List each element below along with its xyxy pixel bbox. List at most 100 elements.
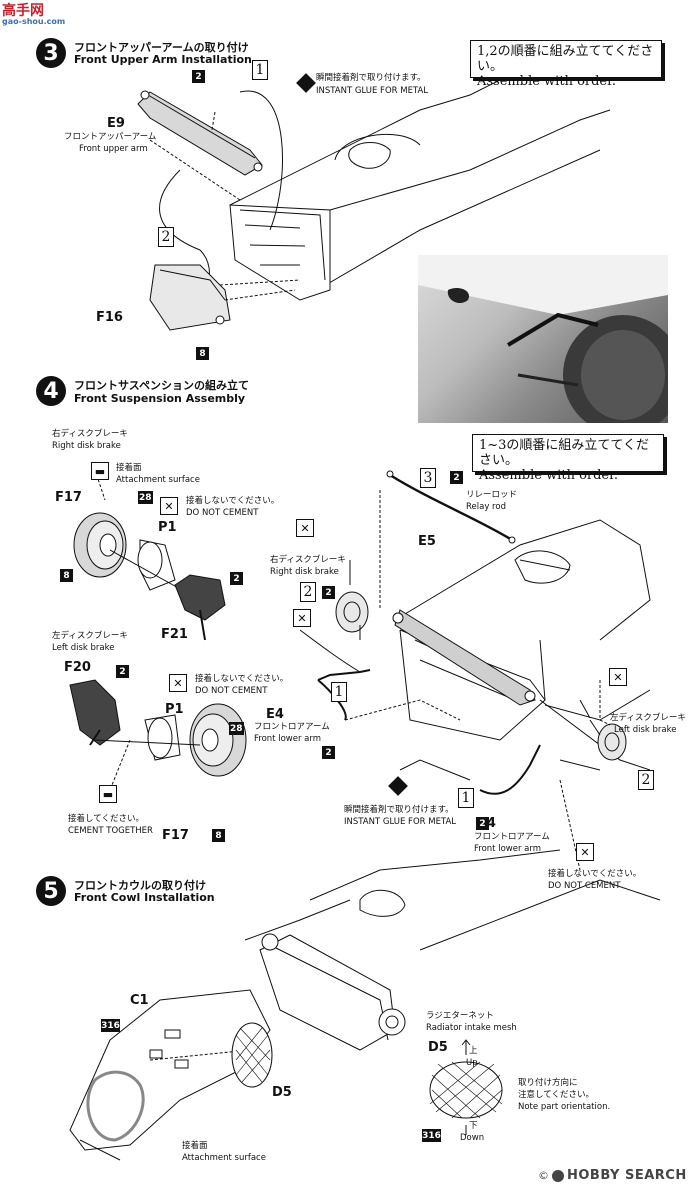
step-4-dnc3-jp: 接着しないでください。 bbox=[548, 869, 642, 879]
step-5-orient-jp1: 取り付け方向に bbox=[518, 1078, 578, 1088]
step-4-dnc1-en: DO NOT CEMENT bbox=[186, 508, 259, 518]
step-3-title-en: Front Upper Arm Installation bbox=[74, 53, 252, 66]
part-p1-left: P1 bbox=[165, 702, 184, 717]
step-5-title-jp: フロントカウルの取り付け bbox=[74, 879, 206, 892]
step-4-fla1-jp: フロントロアアーム bbox=[254, 722, 330, 732]
step-4-glue-en: INSTANT GLUE FOR METAL bbox=[344, 817, 457, 827]
step-4-dnc2-en: DO NOT CEMENT bbox=[195, 686, 268, 696]
part-e4-left: E4 bbox=[266, 707, 284, 722]
do-not-cement-icon: ✕ bbox=[160, 497, 178, 515]
step-4-title-en: Front Suspension Assembly bbox=[74, 392, 246, 405]
step-5-attach-en: Attachment surface bbox=[182, 1153, 266, 1163]
part-f16: F16 bbox=[96, 310, 123, 325]
do-not-cement-icon-4: ✕ bbox=[293, 609, 311, 627]
step-4-fla2-en: Front lower arm bbox=[474, 844, 541, 854]
hobby-search-label: HOBBY SEARCH bbox=[567, 1168, 687, 1183]
step-4-dnc1-jp: 接着しないでください。 bbox=[186, 496, 280, 506]
step-3-order-2: 2 bbox=[158, 227, 174, 247]
cement-together-icon: ▬ bbox=[99, 785, 117, 803]
step-4-badge-28b: 28 bbox=[229, 722, 244, 735]
step-4-order-1a: 1 bbox=[331, 682, 347, 702]
step-4-badge-2d: 2 bbox=[322, 586, 335, 599]
watermark-brand-bottom: gao-shou.com bbox=[2, 17, 66, 26]
part-f17-left: F17 bbox=[162, 828, 189, 843]
step-5-mesh-jp: ラジエターネット bbox=[426, 1011, 494, 1021]
step-4-number: 4 bbox=[36, 376, 66, 406]
step-4-order-note: 1~3の順番に組み立ててください。 Assemble with order. bbox=[472, 434, 664, 483]
step-5-down-en: Down bbox=[460, 1133, 485, 1143]
part-p1-right: P1 bbox=[158, 520, 177, 535]
copyright-symbol: © bbox=[538, 1169, 549, 1182]
step-4-ldb2-jp: 左ディスクブレーキ bbox=[610, 713, 686, 723]
step-4-fla2-jp: フロントロアアーム bbox=[474, 832, 550, 842]
reference-photo bbox=[418, 255, 668, 423]
step-4-ldb-en: Left disk brake bbox=[52, 643, 115, 653]
step-4-rdb-jp: 右ディスクブレーキ bbox=[52, 429, 128, 439]
step-4-relay-en: Relay rod bbox=[466, 502, 506, 512]
step-3-arm-en: Front upper arm bbox=[79, 144, 148, 154]
step-4-relay-jp: リレーロッド bbox=[466, 490, 518, 500]
step-4-badge-2b: 2 bbox=[116, 665, 129, 678]
attachment-surface-icon: ▬ bbox=[91, 462, 109, 480]
do-not-cement-icon-2: ✕ bbox=[169, 674, 187, 692]
step-5-down-jp: 下 bbox=[469, 1121, 478, 1131]
step-3-order-1: 1 bbox=[252, 60, 268, 80]
step-4-badge-2a: 2 bbox=[230, 572, 243, 585]
step-4-ldb-jp: 左ディスクブレーキ bbox=[52, 631, 128, 641]
part-d5-detail: D5 bbox=[428, 1040, 448, 1055]
step-5-badge-316a: 316 bbox=[101, 1019, 120, 1032]
step-4-order-1b: 1 bbox=[458, 788, 474, 808]
step-5-mesh-en: Radiator intake mesh bbox=[426, 1023, 517, 1033]
step-4-rdb-en: Right disk brake bbox=[52, 441, 121, 451]
step-4-cement-en: CEMENT TOGETHER bbox=[68, 826, 153, 836]
step-5-orient-en: Note part orientation. bbox=[518, 1102, 611, 1112]
footer-brand: © HOBBY SEARCH bbox=[538, 1168, 687, 1183]
step-4-rdb2-jp: 右ディスクブレーキ bbox=[270, 555, 346, 565]
step-4-order-2b: 2 bbox=[638, 770, 654, 790]
part-c1: C1 bbox=[130, 993, 149, 1008]
step-4-glue-jp: 瞬間接着剤で取り付けます。 bbox=[344, 805, 454, 815]
step-3-title-jp: フロントアッパーアームの取り付け bbox=[74, 41, 249, 54]
do-not-cement-icon-3: ✕ bbox=[296, 519, 314, 537]
step-3-note-jp: 1,2の順番に組み立ててください。 bbox=[477, 44, 654, 74]
part-f20: F20 bbox=[64, 660, 91, 675]
step-4-badge-2c: 2 bbox=[450, 471, 463, 484]
step-4-dnc2-jp: 接着しないでください。 bbox=[195, 674, 289, 684]
step-4-badge-8a: 8 bbox=[60, 569, 73, 582]
do-not-cement-icon-5: ✕ bbox=[609, 668, 627, 686]
part-f17-right: F17 bbox=[55, 490, 82, 505]
step-4-attach-en: Attachment surface bbox=[116, 475, 200, 485]
step-4-badge-2e: 2 bbox=[322, 746, 335, 759]
step-3-arm-jp: フロントアッパーアーム bbox=[64, 132, 157, 142]
step-4-rdb2-en: Right disk brake bbox=[270, 567, 339, 577]
do-not-cement-icon-6: ✕ bbox=[576, 843, 594, 861]
step-5-attach-jp: 接着面 bbox=[182, 1141, 208, 1151]
reference-photo-art bbox=[418, 255, 668, 423]
step-4-dnc3-en: DO NOT CEMENT bbox=[548, 881, 621, 891]
step-4-order-2a: 2 bbox=[300, 582, 316, 602]
step-4-note-jp: 1~3の順番に組み立ててください。 bbox=[479, 438, 650, 468]
step-4-badge-2f: 2 bbox=[476, 817, 489, 830]
step-4-title-jp: フロントサスペンションの組み立て bbox=[74, 379, 250, 392]
part-f21: F21 bbox=[161, 627, 188, 642]
step-4-note-en: Assemble with order. bbox=[479, 468, 619, 483]
step-3-glue-jp: 瞬間接着剤で取り付けます。 bbox=[316, 73, 426, 83]
step-4-fla1-en: Front lower arm bbox=[254, 734, 321, 744]
step-4-order-3: 3 bbox=[420, 468, 436, 488]
step-5-up-en: Up bbox=[466, 1058, 478, 1068]
step-5-title-en: Front Cowl Installation bbox=[74, 891, 215, 904]
part-d5-small: D5 bbox=[272, 1085, 292, 1100]
hobby-search-icon bbox=[552, 1169, 564, 1182]
step-3-glue-en: INSTANT GLUE FOR METAL bbox=[316, 86, 429, 96]
watermark-brand-top: 高手网 bbox=[2, 3, 44, 19]
step-3-order-note: 1,2の順番に組み立ててください。 Assemble with order. bbox=[470, 40, 662, 89]
step-4-badge-28a: 28 bbox=[138, 491, 153, 504]
step-4-attach-jp: 接着面 bbox=[116, 463, 142, 473]
step-3-badge-e9: 2 bbox=[192, 70, 205, 83]
watermark-logo: 高手网 gao-shou.com bbox=[2, 4, 68, 26]
step-5-up-jp: 上 bbox=[469, 1046, 478, 1056]
step-4-badge-8b: 8 bbox=[212, 829, 225, 842]
step-3-note-en: Assemble with order. bbox=[477, 74, 617, 89]
step-5-orient-jp2: 注意してください。 bbox=[518, 1090, 594, 1100]
